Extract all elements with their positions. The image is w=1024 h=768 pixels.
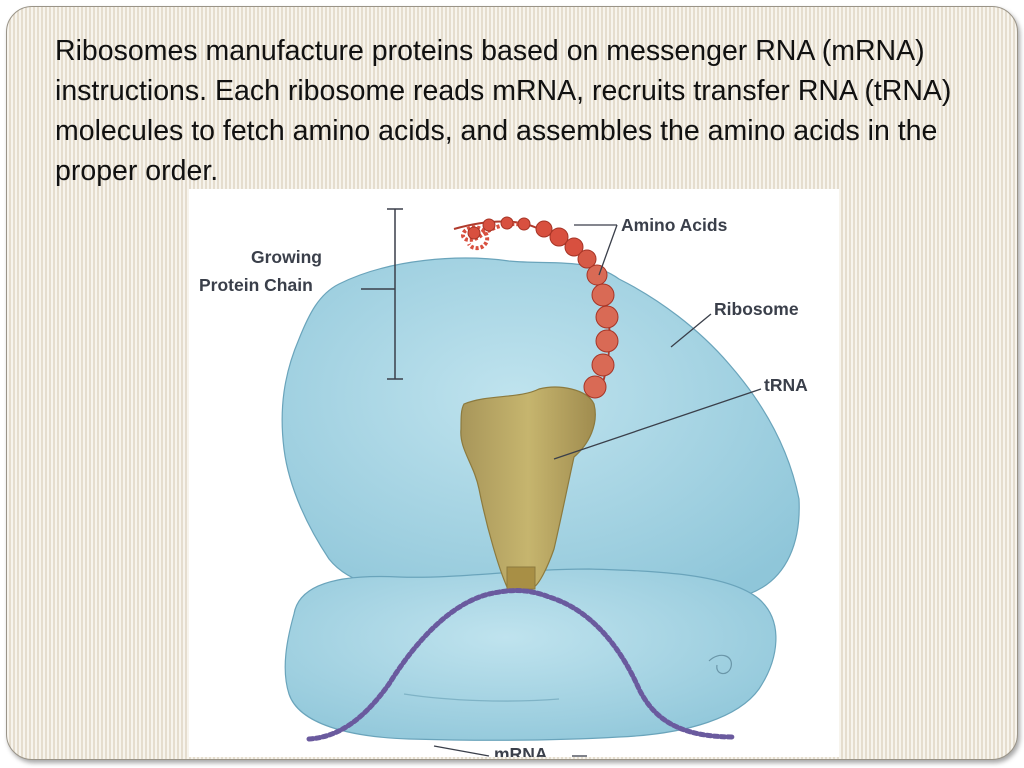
leader-lines (433, 224, 762, 757)
amino-acid (535, 220, 553, 238)
amino-acid (595, 305, 619, 329)
amino-acid (500, 216, 514, 230)
trna-anticodon (506, 566, 536, 590)
ribosome-small-subunit (284, 568, 777, 741)
ribosome-diagram: Growing Protein Chain Amino Acids Riboso… (189, 189, 839, 757)
amino-acid-chain (453, 216, 619, 399)
label-trna: tRNA (764, 375, 808, 395)
amino-acid (482, 218, 496, 232)
mrna-strand (306, 588, 737, 742)
amino-acid (564, 237, 584, 257)
amino-acid (591, 353, 615, 377)
amino-acid (591, 283, 615, 307)
amino-acid (583, 375, 607, 399)
amino-acid (517, 217, 531, 231)
amino-acid (577, 249, 597, 269)
trna-molecule (460, 386, 596, 588)
amino-acid (549, 227, 569, 247)
ribosome-spiral-mark (708, 654, 732, 675)
amino-acid (467, 226, 481, 240)
amino-acid (586, 264, 608, 286)
label-amino-acids: Amino Acids (621, 215, 728, 235)
slide-paragraph: Ribosomes manufacture proteins based on … (55, 35, 952, 187)
label-ribosome: Ribosome (714, 299, 799, 319)
amino-acid (595, 329, 619, 353)
label-protein-chain: Protein Chain (199, 275, 313, 295)
label-growing: Growing (251, 247, 322, 267)
protein-chain-bracket (361, 208, 403, 380)
slide: Ribosomes manufacture proteins based on … (6, 6, 1018, 760)
ribosome-diagram-svg: Growing Protein Chain Amino Acids Riboso… (199, 208, 808, 757)
ribosome-fold-line (403, 693, 560, 702)
label-mrna: mRNA (494, 744, 548, 757)
